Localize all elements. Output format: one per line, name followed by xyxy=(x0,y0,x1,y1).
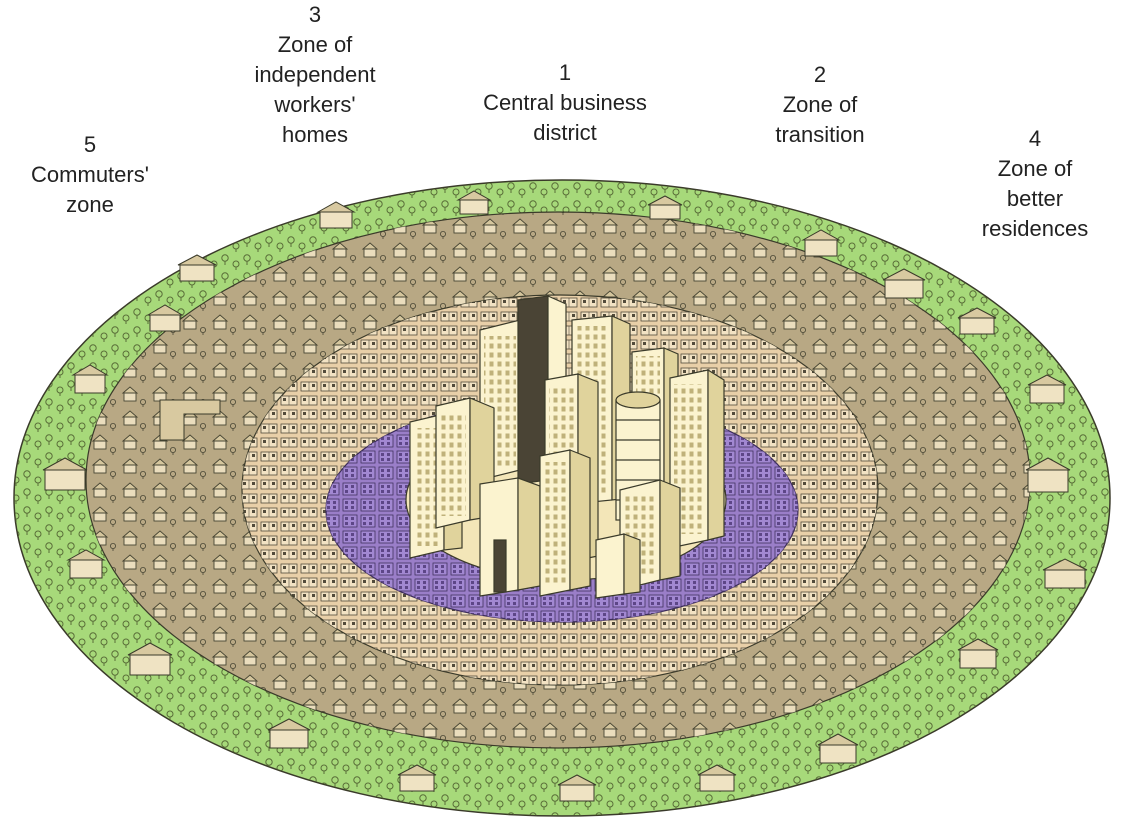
zone-2-number: 2 xyxy=(740,60,900,90)
tower xyxy=(596,534,640,598)
zone-4-number: 4 xyxy=(955,124,1115,154)
zone-1-number: 1 xyxy=(450,58,680,88)
zone-1-name: Central business district xyxy=(450,88,680,148)
zone-label-5: 5 Commuters' zone xyxy=(5,130,175,220)
zone-4-name: Zone of better residences xyxy=(955,154,1115,244)
zone-label-3: 3 Zone of independent workers' homes xyxy=(220,0,410,150)
tower xyxy=(480,478,540,596)
zone-5-number: 5 xyxy=(5,130,175,160)
zone-5-name: Commuters' zone xyxy=(5,160,175,220)
zone-2-name: Zone of transition xyxy=(740,90,900,150)
zone-3-number: 3 xyxy=(220,0,410,30)
zone-label-4: 4 Zone of better residences xyxy=(955,124,1115,244)
zone-label-2: 2 Zone of transition xyxy=(740,60,900,150)
zone-label-1: 1 Central business district xyxy=(450,58,680,148)
zone-3-name: Zone of independent workers' homes xyxy=(220,30,410,150)
tower xyxy=(540,450,590,596)
